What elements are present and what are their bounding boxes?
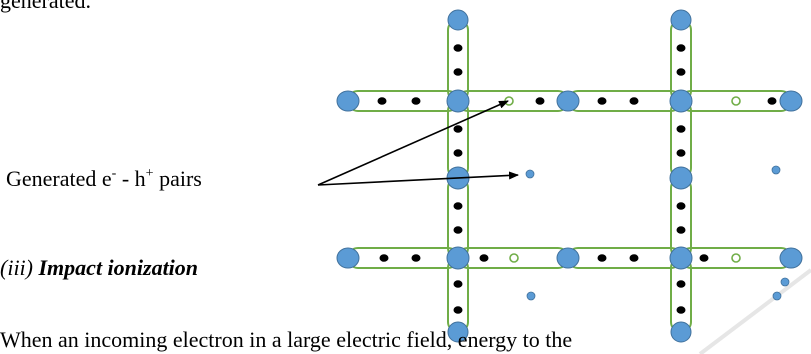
electron-dot <box>453 202 463 210</box>
bond-vertical <box>447 19 469 102</box>
lattice-atom <box>336 90 360 112</box>
electron-dot <box>453 149 463 157</box>
lattice-atom <box>779 90 803 112</box>
section-number: (iii) <box>0 255 39 280</box>
bond-vertical <box>670 177 692 259</box>
electron-dot <box>479 254 489 262</box>
previous-paragraph-fragment: generated. <box>0 0 91 13</box>
lattice-atom <box>447 321 469 343</box>
electron-dot <box>597 97 607 105</box>
next-paragraph-fragment: When an incoming electron in a large ele… <box>0 327 573 352</box>
generated-pairs-label: Generated e- - h+ pairs <box>6 166 202 192</box>
electron-dot <box>453 68 463 76</box>
electron-dot <box>411 97 421 105</box>
section-title: Impact ionization <box>38 255 199 280</box>
electron-dot <box>535 97 545 105</box>
lattice-atom <box>446 89 470 113</box>
electron-dot <box>453 306 463 314</box>
electron-dot <box>453 226 463 234</box>
bond-horizontal <box>567 247 682 269</box>
electron-dot <box>699 254 709 262</box>
electron-dot <box>767 97 777 105</box>
electron-dot <box>597 254 607 262</box>
bond-vertical <box>447 100 469 179</box>
arrow-to-electron <box>317 171 519 186</box>
bond-horizontal <box>567 90 682 112</box>
lattice-atom <box>669 89 693 113</box>
electron-dot <box>676 202 686 210</box>
electron-dot <box>453 44 463 52</box>
lattice-atom <box>670 9 692 31</box>
electron-dot <box>676 280 686 288</box>
electron-dot <box>453 280 463 288</box>
electron-dot <box>629 254 639 262</box>
electron-dot <box>676 44 686 52</box>
electron-dot <box>379 254 389 262</box>
bond-horizontal <box>347 90 459 112</box>
free-electron <box>780 277 790 287</box>
electron-dot <box>377 97 387 105</box>
hole-circle <box>509 253 519 263</box>
label-main: Generated e <box>6 166 112 191</box>
lattice-atom <box>447 9 469 31</box>
hole-superscript: + <box>145 165 154 181</box>
lattice-atom <box>556 247 580 269</box>
free-electron <box>771 165 781 175</box>
lattice-atom <box>446 246 470 270</box>
electron-dot <box>629 97 639 105</box>
lattice-atom <box>669 246 693 270</box>
bond-horizontal <box>347 247 459 269</box>
lattice-atom <box>336 247 360 269</box>
lattice-atom <box>669 166 693 190</box>
electron-superscript: - <box>111 165 117 181</box>
free-electron <box>772 291 782 301</box>
free-electron <box>525 169 535 179</box>
electron-dot <box>676 306 686 314</box>
hole-circle <box>731 253 741 263</box>
free-electron <box>526 291 536 301</box>
section-heading: (iii) Impact ionization <box>0 255 198 281</box>
lattice-atom <box>556 90 580 112</box>
electron-dot <box>676 149 686 157</box>
electron-dot <box>453 125 463 133</box>
label-tail: pairs <box>153 166 202 191</box>
bond-vertical <box>670 19 692 102</box>
lattice-atom <box>779 247 803 269</box>
hole-circle <box>731 96 741 106</box>
electron-dot <box>411 254 421 262</box>
electron-dot <box>676 68 686 76</box>
lattice-atom <box>670 321 692 343</box>
electron-dot <box>676 125 686 133</box>
bond-vertical <box>670 100 692 179</box>
bond-vertical <box>447 177 469 259</box>
arrow-to-hole <box>317 100 509 186</box>
label-dash: - h <box>116 166 146 191</box>
electron-dot <box>676 226 686 234</box>
